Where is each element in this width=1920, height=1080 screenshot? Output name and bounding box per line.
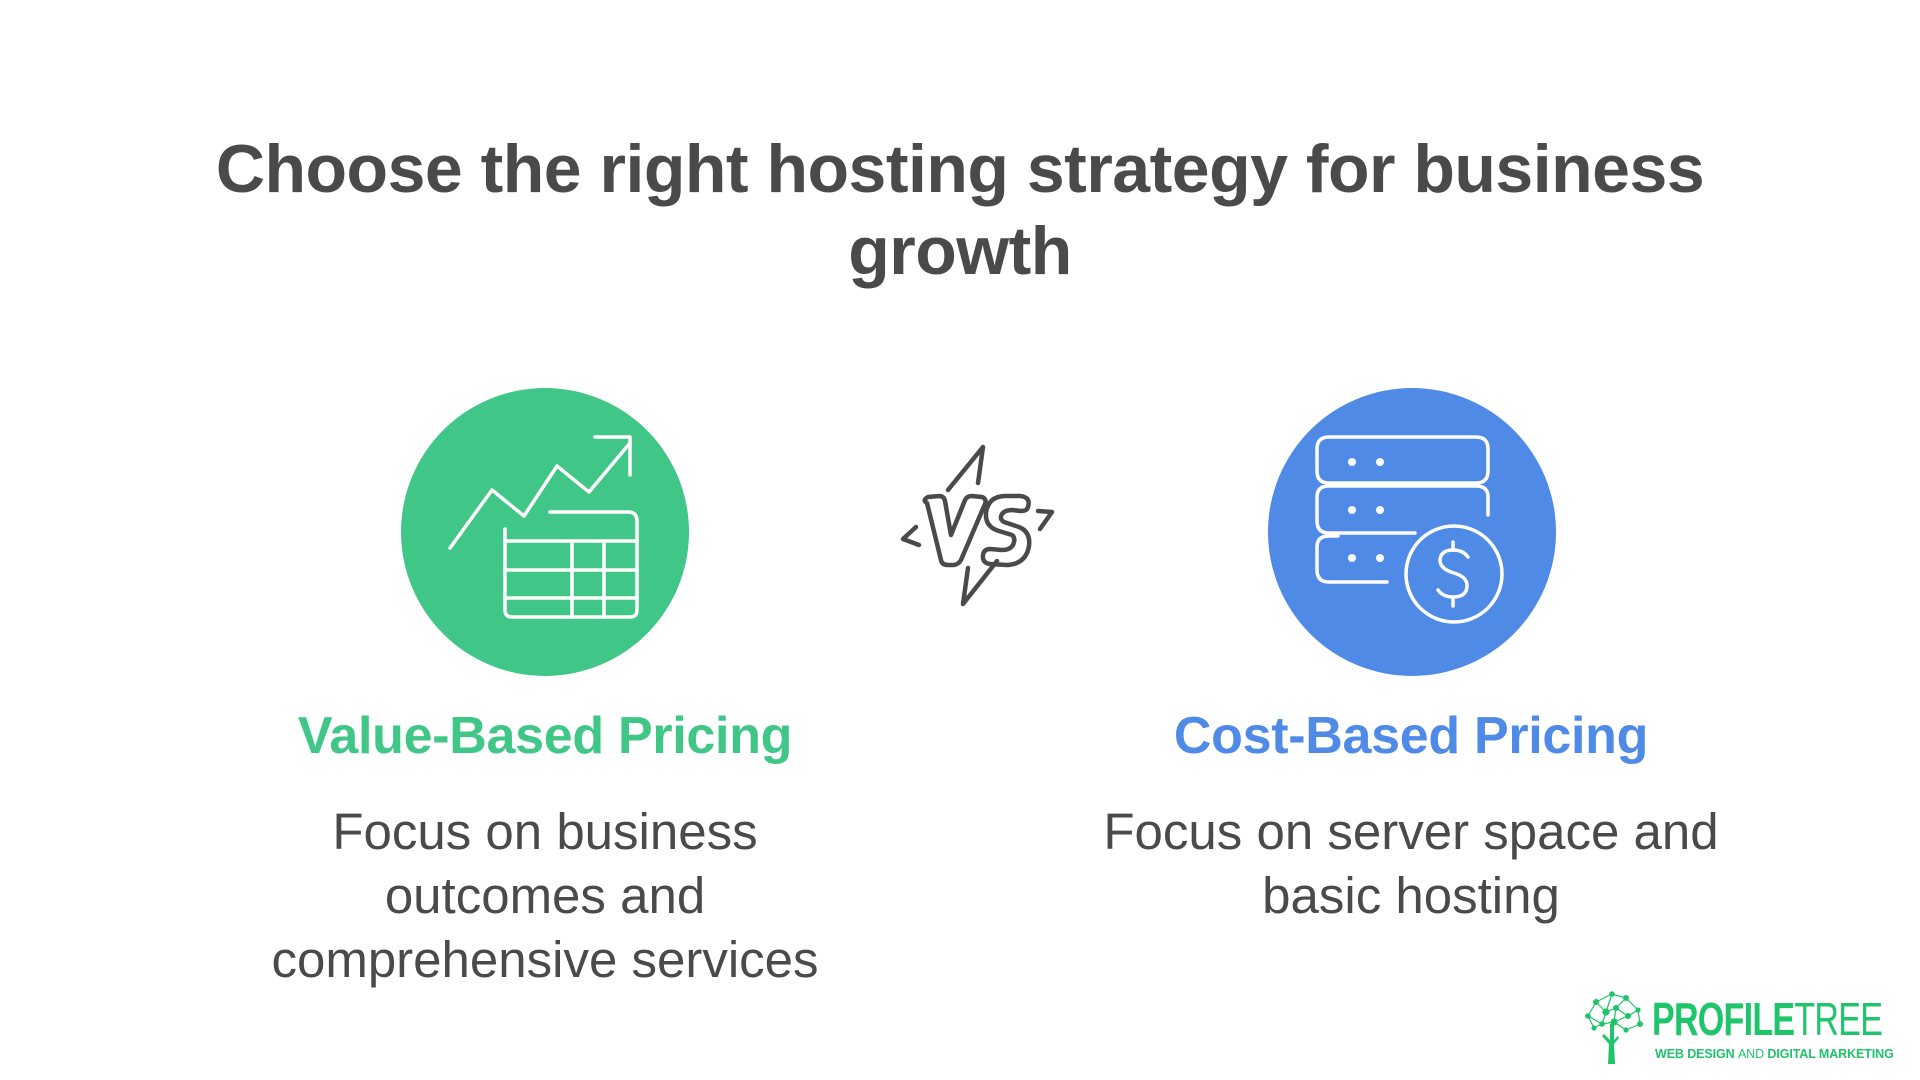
profiletree-logo: PROFILETREE WEB DESIGN AND DIGITAL MARKE…: [1582, 990, 1902, 1068]
cost-pricing-heading: Cost-Based Pricing: [1173, 707, 1649, 765]
chart-growth-table-icon: [448, 435, 639, 619]
description-line: outcomes and: [384, 867, 706, 924]
logo-tagline: WEB DESIGN AND DIGITAL MARKETING: [1655, 1047, 1894, 1061]
value-pricing-heading: Value-Based Pricing: [297, 707, 793, 765]
description-line: Focus on server space and: [1103, 803, 1719, 860]
description-line: basic hosting: [1262, 867, 1560, 924]
logo-wordmark: PROFILETREE: [1652, 993, 1883, 1045]
description-line: comprehensive services: [271, 931, 819, 988]
network-tree-icon: [1585, 991, 1643, 1064]
vs-lightning-icon: [900, 444, 1055, 607]
page-title: Choose the right hosting strategy for bu…: [0, 128, 1920, 292]
value-pricing-description: Focus on business outcomes and comprehen…: [195, 800, 895, 992]
server-dollar-icon: [1315, 435, 1504, 624]
cost-pricing-icon-circle: [1268, 388, 1556, 676]
value-pricing-icon-circle: [401, 388, 689, 676]
title-line-1: Choose the right hosting strategy for bu…: [215, 131, 1705, 207]
description-line: Focus on business: [332, 803, 758, 860]
title-line-2: growth: [848, 213, 1072, 289]
value-pricing-column: Value-Based Pricing Focus on business ou…: [195, 706, 895, 992]
cost-pricing-column: Cost-Based Pricing Focus on server space…: [1061, 706, 1761, 928]
cost-pricing-description: Focus on server space and basic hosting: [1061, 800, 1761, 928]
